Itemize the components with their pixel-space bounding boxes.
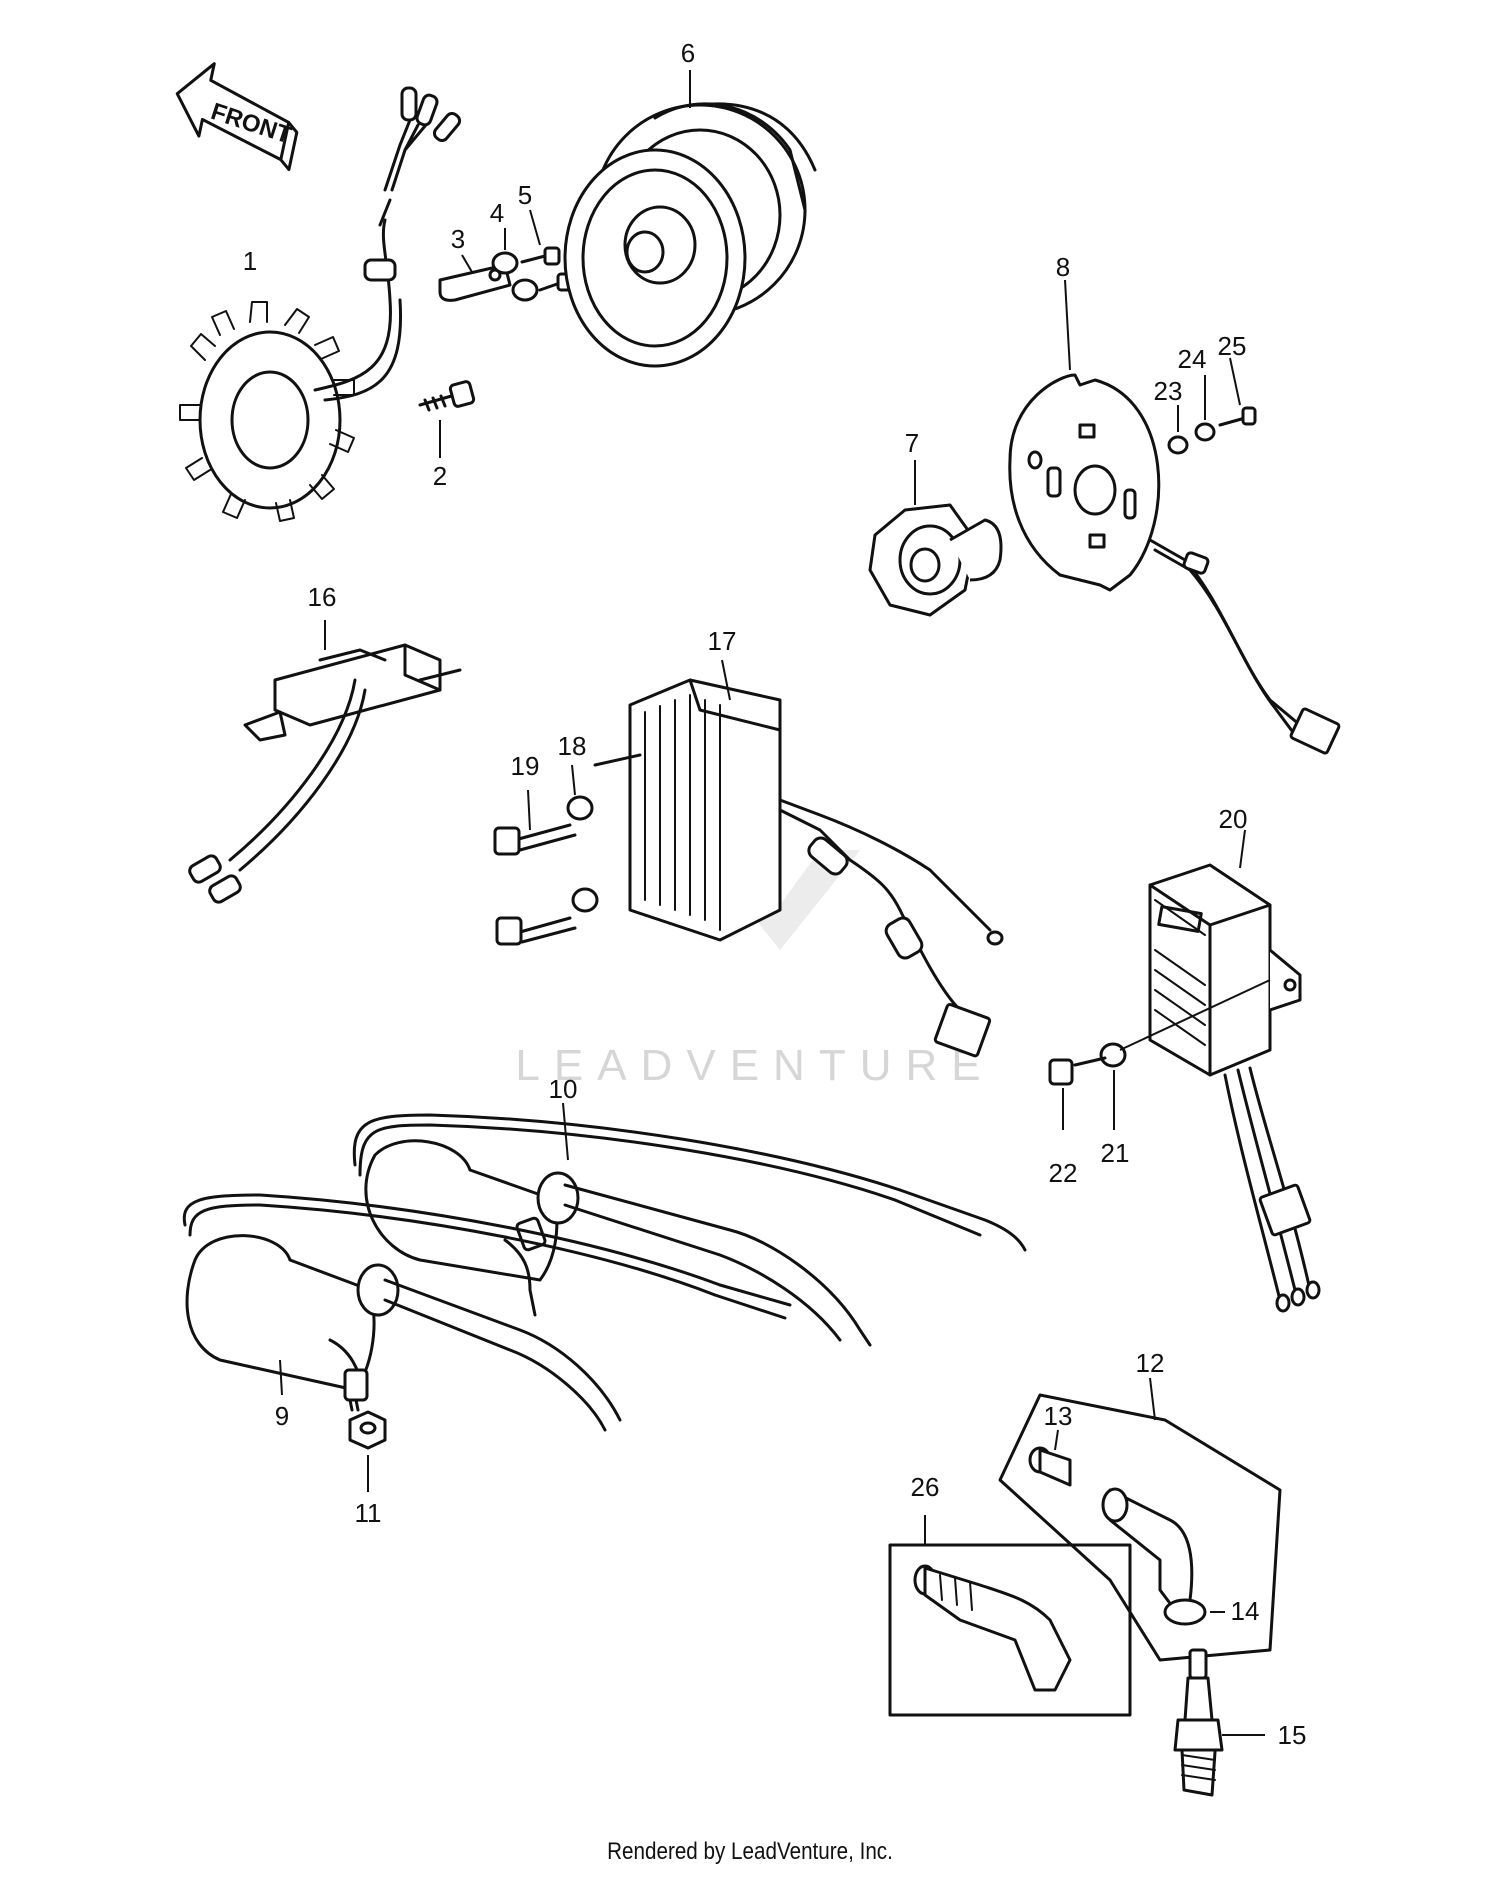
callout-labels: 1 2 3 4 5 6 7 8 9 10 11 12 13 14 15 16 1… — [243, 38, 1307, 1750]
ignition-coil-9-part — [182, 1193, 792, 1432]
callout-24: 24 — [1178, 344, 1207, 374]
rotor-part — [563, 70, 817, 368]
control-unit-16-part — [188, 620, 462, 904]
callout-9: 9 — [275, 1401, 289, 1431]
callout-16: 16 — [308, 582, 337, 612]
callout-20: 20 — [1219, 804, 1248, 834]
callout-11: 11 — [355, 1498, 382, 1528]
callout-26: 26 — [911, 1472, 940, 1502]
callout-19: 19 — [511, 751, 540, 781]
callout-25: 25 — [1218, 331, 1247, 361]
callout-8: 8 — [1056, 252, 1070, 282]
callout-10: 10 — [549, 1074, 578, 1104]
regulator-fasteners — [493, 753, 642, 946]
stator-part — [179, 86, 462, 522]
callout-3: 3 — [451, 224, 465, 254]
igniter-fasteners — [1048, 979, 1271, 1130]
callout-2: 2 — [433, 461, 447, 491]
callout-18: 18 — [558, 731, 587, 761]
callout-23: 23 — [1154, 376, 1183, 406]
front-arrow-icon: FRONT — [175, 62, 299, 172]
plug-cap-kit-12 — [998, 1377, 1282, 1662]
watermark-text: LEADVENTURE — [515, 1041, 994, 1090]
plate-fasteners — [1167, 357, 1257, 455]
plug-cap-26 — [888, 1515, 1132, 1717]
nut-part — [348, 1410, 387, 1492]
callout-4: 4 — [490, 198, 504, 228]
callout-1: 1 — [243, 246, 257, 276]
igniter-part — [1148, 829, 1321, 1313]
ignition-coil-10-part — [352, 1102, 1027, 1347]
callout-14: 14 — [1231, 1596, 1260, 1626]
callout-21: 21 — [1101, 1138, 1130, 1168]
screw-part — [418, 380, 476, 458]
bracket-part — [438, 209, 574, 302]
callout-7: 7 — [905, 428, 919, 458]
callout-13: 13 — [1044, 1401, 1073, 1431]
footer-credit: Rendered by LeadVenture, Inc. — [607, 1838, 893, 1865]
timing-rotor-part — [868, 460, 1003, 617]
callout-5: 5 — [518, 180, 532, 210]
callout-6: 6 — [681, 38, 695, 68]
callout-12: 12 — [1136, 1348, 1165, 1378]
callout-22: 22 — [1049, 1158, 1078, 1188]
pickup-plate-part — [1008, 279, 1341, 755]
callout-17: 17 — [708, 626, 737, 656]
spark-plug-part — [1173, 1648, 1265, 1797]
callout-15: 15 — [1278, 1720, 1307, 1750]
regulator-part — [628, 659, 1004, 1058]
